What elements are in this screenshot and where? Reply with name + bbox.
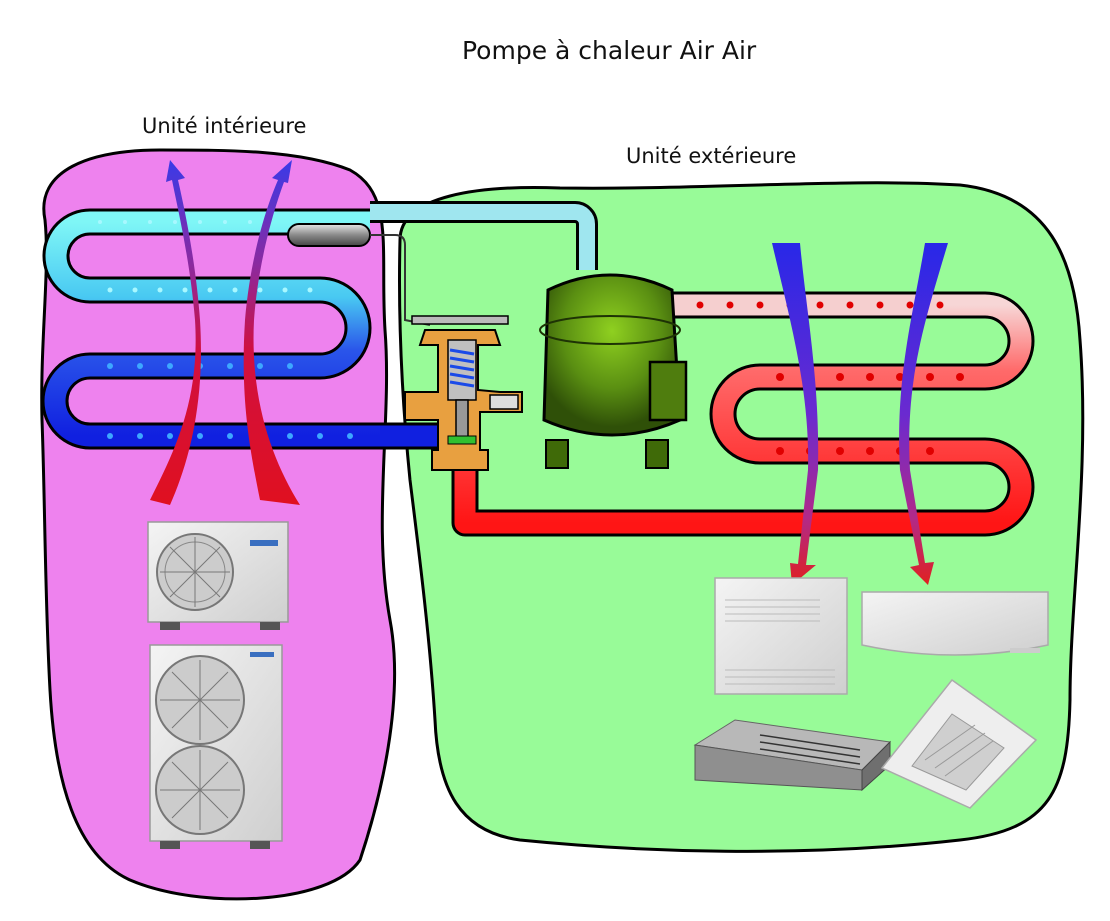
page-title: Pompe à chaleur Air Air — [462, 36, 757, 65]
indoor-unit-icon — [693, 577, 1049, 809]
indoor-zone-label: Unité intérieure — [142, 114, 307, 138]
compressor-icon — [539, 273, 688, 469]
outdoor-unit-icon — [147, 521, 289, 849]
outdoor-coil — [451, 291, 1035, 537]
indoor-coil — [41, 208, 380, 450]
outdoor-airflow — [772, 243, 948, 585]
expansion-valve-icon — [404, 315, 523, 471]
indoor-airflow — [150, 160, 300, 505]
outdoor-zone-label: Unité extérieure — [626, 144, 797, 168]
sensing-bulb — [287, 223, 371, 247]
